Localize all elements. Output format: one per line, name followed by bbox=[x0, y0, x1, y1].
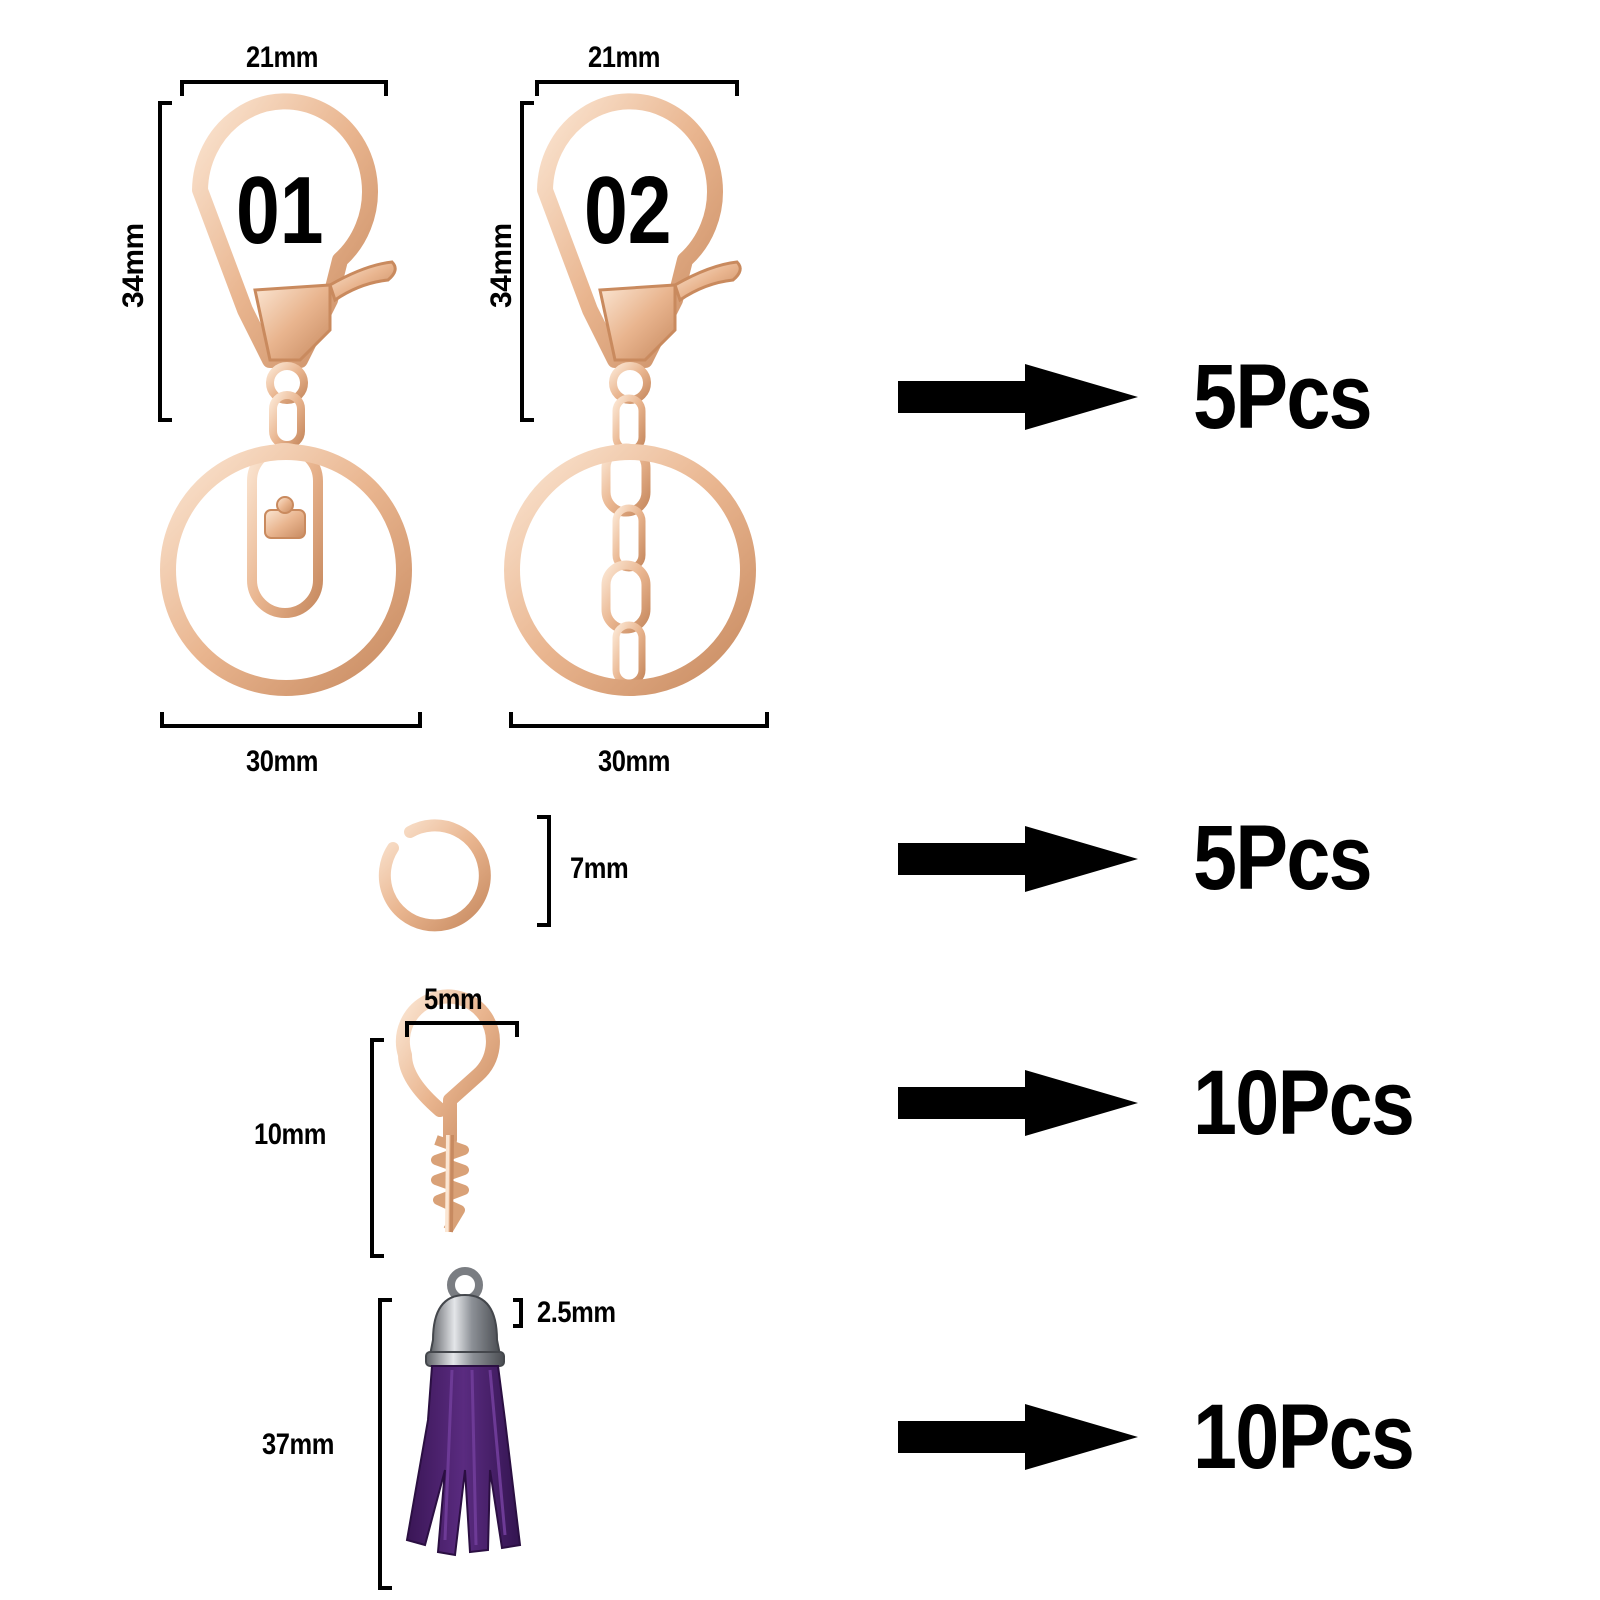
screw-eye-pin-icon bbox=[396, 989, 500, 1233]
jump-ring-size-label: 7mm bbox=[570, 852, 629, 885]
width-dimension-label: 21mm bbox=[588, 41, 661, 74]
arrow-right-icon bbox=[898, 1070, 1138, 1136]
dimension-brackets bbox=[158, 80, 769, 1590]
height-dimension-label: 10mm bbox=[254, 1118, 327, 1151]
keyring-swivel-icon bbox=[160, 93, 412, 696]
item-number-badge: 01 bbox=[236, 157, 324, 264]
keyring-chain-icon bbox=[504, 93, 756, 696]
ring-diameter-label: 30mm bbox=[598, 745, 671, 778]
height-dimension-label: 34mm bbox=[117, 223, 150, 308]
item-number-badge: 02 bbox=[584, 157, 672, 264]
width-dimension-label: 5mm bbox=[424, 983, 483, 1016]
width-dimension-label: 21mm bbox=[246, 41, 319, 74]
arrow-right-icon bbox=[898, 364, 1138, 430]
jump-ring-icon bbox=[378, 819, 491, 932]
ring-diameter-label: 30mm bbox=[246, 745, 319, 778]
quantity-label: 10Pcs bbox=[1193, 1386, 1415, 1488]
quantity-label: 5Pcs bbox=[1193, 346, 1373, 448]
quantity-label: 10Pcs bbox=[1193, 1052, 1415, 1154]
arrow-right-icon bbox=[898, 826, 1138, 892]
height-dimension-label: 34mm bbox=[485, 223, 518, 308]
arrow-right-icon bbox=[898, 1404, 1138, 1470]
tassel-icon bbox=[405, 1267, 522, 1557]
loop-size-label: 2.5mm bbox=[537, 1296, 616, 1329]
quantity-label: 5Pcs bbox=[1193, 807, 1373, 909]
height-dimension-label: 37mm bbox=[262, 1428, 335, 1461]
